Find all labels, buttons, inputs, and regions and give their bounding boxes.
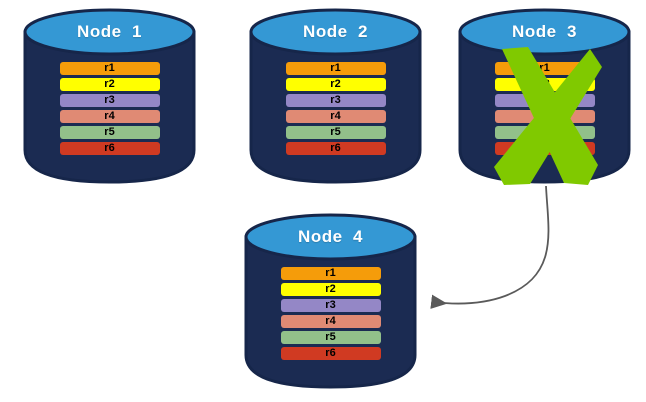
node-cylinder-4[interactable]: Node 4 r1 r2 r3 r4 r5 r6 xyxy=(243,210,418,390)
record-bar[interactable]: r2 xyxy=(285,78,386,91)
record-bar[interactable]: r4 xyxy=(285,110,386,123)
record-stack: r1 r2 r3 r4 r5 r6 xyxy=(22,62,197,155)
record-bar[interactable]: r2 xyxy=(280,283,381,296)
record-bar[interactable]: r1 xyxy=(59,62,160,75)
record-bar[interactable]: r4 xyxy=(494,110,595,123)
node-cylinder-3[interactable]: Node 3 r1 r2 r3 r4 r5 r6 xyxy=(457,5,632,185)
record-bar[interactable]: r5 xyxy=(59,126,160,139)
record-bar[interactable]: r4 xyxy=(59,110,160,123)
record-bar[interactable]: r5 xyxy=(280,331,381,344)
record-bar[interactable]: r1 xyxy=(494,62,595,75)
record-bar[interactable]: r6 xyxy=(59,142,160,155)
record-bar[interactable]: r2 xyxy=(494,78,595,91)
record-bar[interactable]: r2 xyxy=(59,78,160,91)
arrow-path xyxy=(430,185,550,309)
record-bar[interactable]: r4 xyxy=(280,315,381,328)
node-cylinder-1[interactable]: Node 1 r1 r2 r3 r4 r5 r6 xyxy=(22,5,197,185)
record-stack: r1 r2 r3 r4 r5 r6 xyxy=(457,62,632,155)
node-cylinder-2[interactable]: Node 2 r1 r2 r3 r4 r5 r6 xyxy=(248,5,423,185)
record-bar[interactable]: r1 xyxy=(280,267,381,280)
record-bar[interactable]: r5 xyxy=(285,126,386,139)
record-bar[interactable]: r1 xyxy=(285,62,386,75)
record-stack: r1 r2 r3 r4 r5 r6 xyxy=(248,62,423,155)
record-bar[interactable]: r3 xyxy=(285,94,386,107)
record-bar[interactable]: r6 xyxy=(285,142,386,155)
record-bar[interactable]: r5 xyxy=(494,126,595,139)
record-bar[interactable]: r3 xyxy=(494,94,595,107)
record-bar[interactable]: r3 xyxy=(59,94,160,107)
record-bar[interactable]: r3 xyxy=(280,299,381,312)
record-bar[interactable]: r6 xyxy=(494,142,595,155)
record-stack: r1 r2 r3 r4 r5 r6 xyxy=(243,267,418,360)
record-bar[interactable]: r6 xyxy=(280,347,381,360)
